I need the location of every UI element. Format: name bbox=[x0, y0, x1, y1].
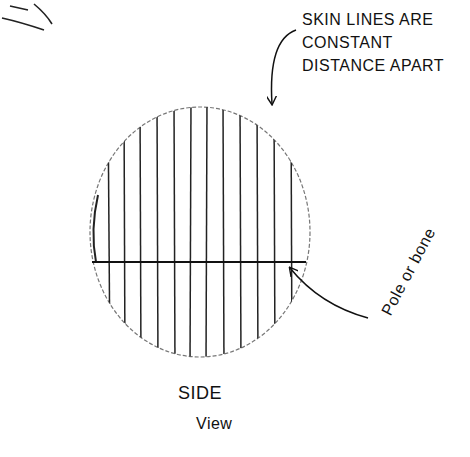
view-title: SIDE bbox=[178, 380, 222, 406]
pole-label: Pole or bone bbox=[375, 224, 441, 320]
view-title: View bbox=[196, 412, 232, 435]
edge-mark bbox=[93, 195, 98, 262]
leader-arrow bbox=[290, 268, 368, 318]
pole-line bbox=[92, 261, 306, 263]
skin-lines bbox=[108, 100, 292, 370]
note-text: SKIN LINES ARE CONSTANT DISTANCE APART bbox=[302, 8, 452, 78]
limb-outline bbox=[90, 107, 310, 357]
leader-arrow bbox=[272, 30, 297, 104]
corner-scribble bbox=[2, 4, 52, 30]
